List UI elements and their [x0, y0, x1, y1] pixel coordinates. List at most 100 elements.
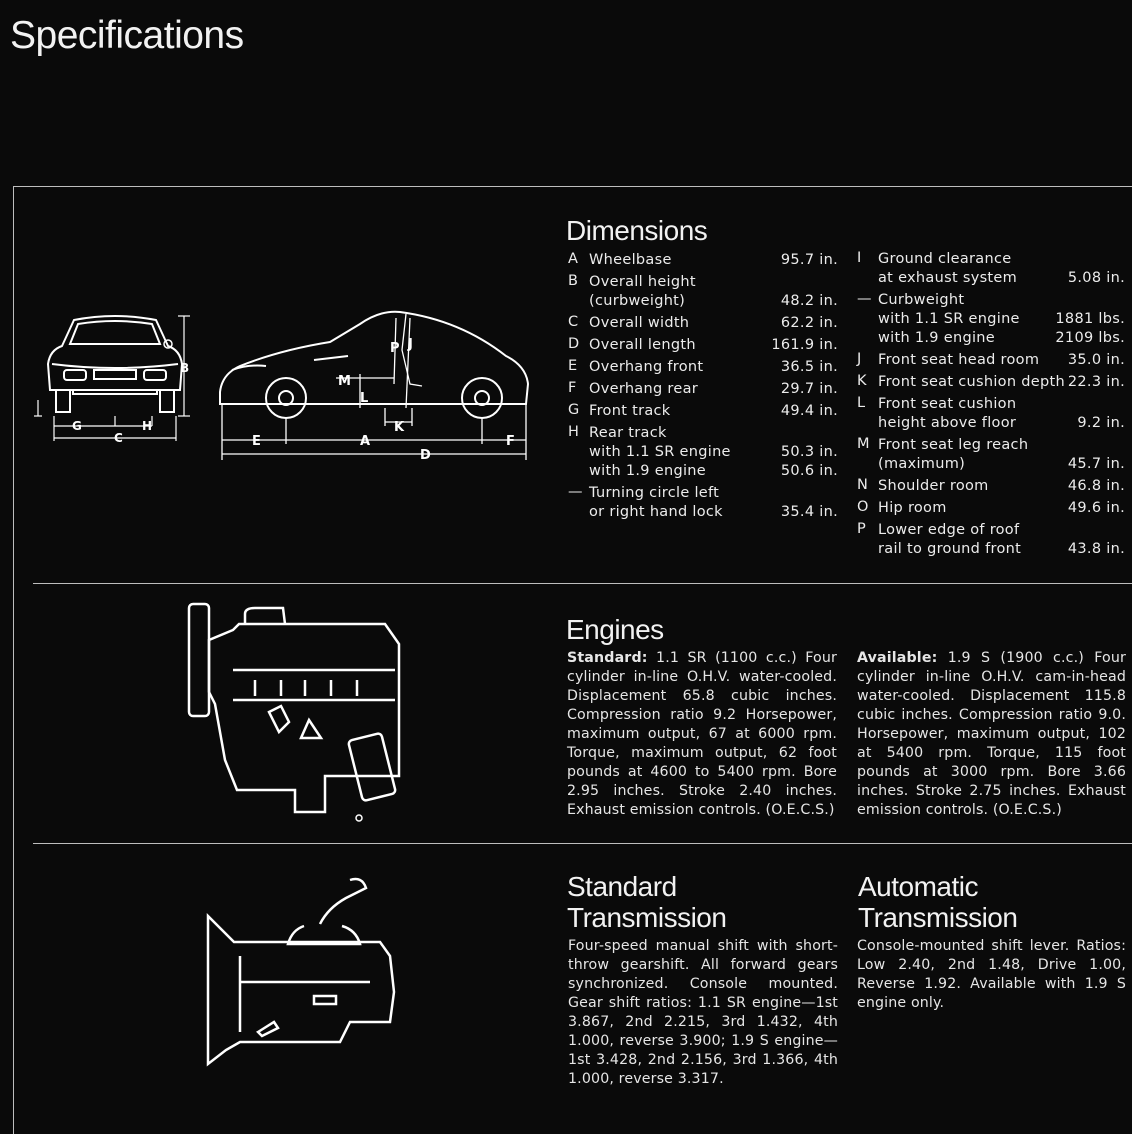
dimension-label-line: Hip room: [878, 500, 947, 516]
dimension-value-line: [1077, 395, 1125, 414]
dimension-letter: A: [568, 251, 579, 267]
dimension-letter: L: [857, 395, 866, 411]
dimension-value: 36.5 in.: [781, 358, 838, 377]
dimension-label: Overall width: [589, 314, 781, 333]
dimension-label-line: height above floor: [878, 415, 1017, 431]
dimension-letter: K: [857, 373, 867, 389]
diagram-label: K: [394, 420, 405, 435]
engine-standard-paragraph: Standard: 1.1 SR (1100 c.c.) Four cylind…: [567, 649, 837, 820]
dimension-value-line: 1881 lbs.: [1055, 311, 1125, 327]
dimension-label: Front seat cushion depth: [878, 373, 1068, 392]
dimension-value: 29.7 in.: [781, 380, 838, 399]
dimension-letter: C: [568, 314, 579, 330]
dimension-label-line: Wheelbase: [589, 252, 672, 268]
dimension-letter: D: [568, 336, 580, 352]
dimension-value: 46.8 in.: [1068, 477, 1125, 496]
engines-title: Engines: [566, 614, 664, 645]
dimension-label: Front seat leg reach (maximum): [878, 436, 1068, 474]
dimension-label-line: Curbweight: [878, 292, 965, 308]
dimension-label: Wheelbase: [589, 251, 781, 270]
dimension-letter: B: [568, 273, 579, 289]
dimension-value: 62.2 in.: [781, 314, 838, 333]
dimension-value-line: 49.6 in.: [1067, 500, 1125, 516]
dimension-label-line: or right hand lock: [589, 504, 723, 520]
section-divider: [33, 583, 1132, 584]
dimension-label-line: Front track: [589, 403, 671, 419]
dimension-letter: F: [568, 380, 577, 396]
dimension-letter: J: [857, 351, 862, 367]
dimension-value-line: 46.8 in.: [1067, 478, 1125, 494]
diagram-label: H: [142, 419, 152, 433]
dimension-value-line: 9.2 in.: [1077, 415, 1125, 431]
dimension-value-line: 5.08 in.: [1067, 270, 1125, 286]
dimension-label: Front seat head room: [878, 351, 1068, 370]
dimension-label-line: Front seat leg reach: [878, 437, 1029, 453]
dimension-label-line: Lower edge of roof: [878, 522, 1020, 538]
dimension-label: Overhang rear: [589, 380, 781, 399]
dimension-label-line: (maximum): [878, 456, 966, 472]
dimension-value: 22.3 in.: [1068, 373, 1125, 392]
dimension-value-line: 35.0 in.: [1067, 352, 1125, 368]
dimension-value-line: 2109 lbs.: [1055, 330, 1125, 346]
dimension-value: 95.7 in.: [781, 251, 838, 270]
dimension-label-line: Front seat head room: [878, 352, 1040, 368]
dimension-value-line: [1068, 250, 1125, 269]
dimension-label-line: Overall height: [589, 274, 696, 290]
diagram-label: E: [252, 434, 261, 449]
dimension-label: Curbweight with 1.1 SR engine with 1.9 eng…: [878, 291, 1055, 348]
dimension-label-line: Overhang rear: [589, 381, 699, 397]
dimension-letter: O: [857, 499, 869, 515]
engine-available-text: 1.9 S (1900 c.c.) Four cylinder in-line …: [857, 650, 1126, 818]
dimension-label-line: Overhang front: [589, 359, 704, 375]
diagram-label: C: [114, 431, 123, 445]
dimension-label-line: Front seat cushion: [878, 396, 1017, 412]
dimension-row: J Front seat head room 35.0 in.: [857, 351, 1125, 370]
engine-standard-label: Standard:: [567, 650, 648, 666]
dimension-label-line: with 1.1 SR engine: [878, 311, 1020, 327]
dimension-value-line: [781, 484, 838, 503]
dimension-value-line: 95.7 in.: [780, 252, 838, 268]
standard-transmission-title-line2: Transmission: [567, 902, 727, 933]
diagram-label: G: [72, 419, 82, 433]
car-side-view-diagram: P J M L K E A F D: [219, 310, 530, 463]
dimension-label-line: rail to ground front: [878, 541, 1022, 557]
dimension-label: Shoulder room: [878, 477, 1068, 496]
dimensions-title: Dimensions: [566, 215, 708, 246]
dimension-value-line: 36.5 in.: [780, 359, 838, 375]
dimension-label-line: Shoulder room: [878, 478, 989, 494]
engine-available-paragraph: Available: 1.9 S (1900 c.c.) Four cylind…: [857, 649, 1126, 820]
dimension-label-line: with 1.9 engine: [878, 330, 995, 346]
diagram-label: J: [407, 337, 413, 352]
standard-transmission-text: Four-speed manual shift with short-throw…: [568, 938, 838, 1087]
dimension-value-line: 48.2 in.: [780, 293, 838, 309]
section-divider: [33, 843, 1132, 844]
dimension-value: 45.7 in.: [1068, 436, 1125, 474]
dimension-label: Front track: [589, 402, 781, 421]
dimension-letter: I: [857, 250, 862, 266]
dimension-label-line: Overall width: [589, 315, 690, 331]
dimension-row: C Overall width 62.2 in.: [568, 314, 838, 333]
standard-transmission-title-line1: Standard: [567, 871, 677, 902]
dimension-label-line: Front seat cushion depth: [878, 374, 1065, 390]
diagram-label: P: [390, 341, 400, 356]
dimension-value-line: 45.7 in.: [1067, 456, 1125, 472]
dimension-value-line: 49.4 in.: [780, 403, 838, 419]
dimension-letter: H: [568, 424, 580, 440]
dimension-value-line: 50.6 in.: [780, 463, 838, 479]
page-title: Specifications: [10, 14, 244, 57]
automatic-transmission-title-line2: Transmission: [858, 902, 1018, 933]
dimension-row: A Wheelbase 95.7 in.: [568, 251, 838, 270]
dimension-letter: P: [857, 521, 867, 537]
